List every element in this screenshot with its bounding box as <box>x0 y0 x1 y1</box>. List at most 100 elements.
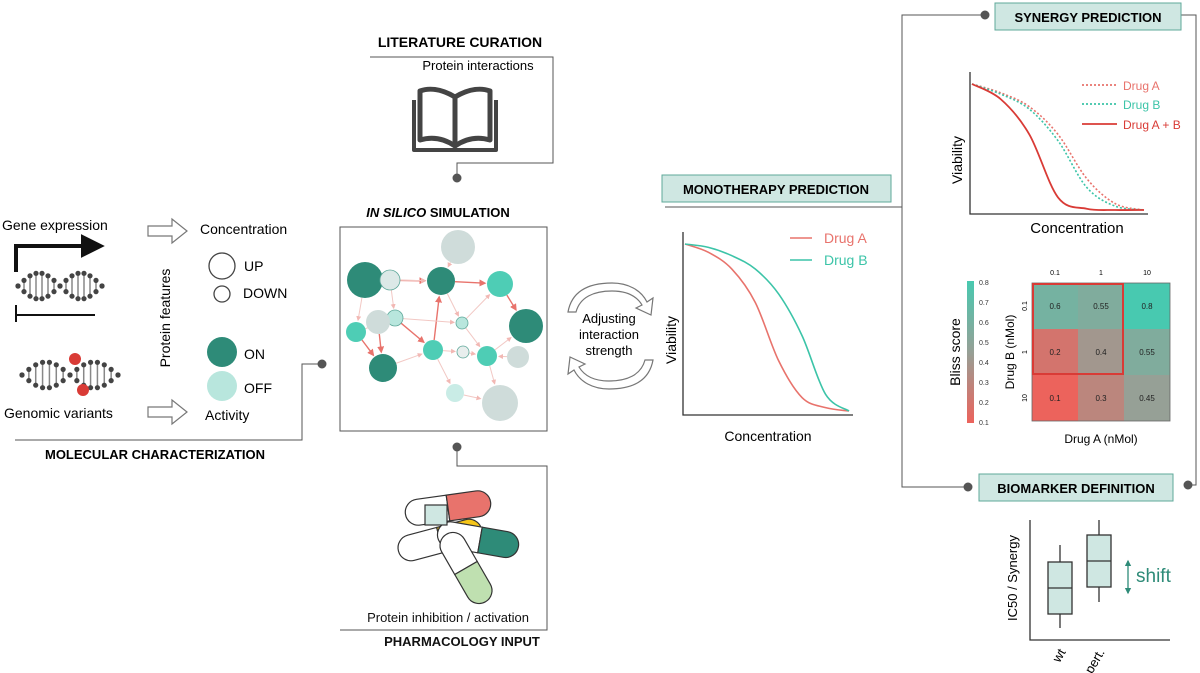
category-pert: pert. <box>1082 646 1108 673</box>
network-node <box>456 345 470 359</box>
heatmap-cell <box>1124 375 1170 421</box>
pharmacology-title: PHARMACOLOGY INPUT <box>384 634 540 649</box>
series-line-drug-b <box>971 83 1145 211</box>
simulation-section: IN SILICO SIMULATION Adjusting interacti… <box>339 205 654 432</box>
connector-dot-biomarker-right <box>1183 480 1193 490</box>
network-node <box>423 340 443 360</box>
heatmap-cell <box>1032 375 1078 421</box>
repression-bar-icon <box>15 305 95 322</box>
series-line-drug-a <box>971 83 1145 211</box>
syn-xlabel: Concentration <box>1030 220 1123 237</box>
synergy-title: SYNERGY PREDICTION <box>1014 10 1161 25</box>
heatmap-row-tick: 10 <box>1022 394 1029 402</box>
network-edge <box>390 289 396 310</box>
off-circle-icon <box>207 371 237 401</box>
colorbar-tick: 0.1 <box>979 420 989 427</box>
heatmap-cell <box>1032 329 1078 375</box>
off-label: OFF <box>244 380 272 396</box>
pill-overlap-square <box>424 504 448 526</box>
network-nodes <box>346 230 543 421</box>
mono-ylabel: Viability <box>663 316 679 364</box>
up-circle-icon <box>208 252 236 280</box>
connector-dot-biomarker <box>963 482 973 492</box>
network-edge <box>433 295 442 341</box>
pharmacology-subtitle: Protein inhibition / activation <box>367 610 529 625</box>
boxplot-wt <box>1047 545 1073 628</box>
connector-molecular <box>15 363 322 441</box>
network-edge <box>506 294 517 312</box>
colorbar-tick: 0.8 <box>979 280 989 287</box>
heatmap-cell-label: 0.8 <box>1141 302 1153 311</box>
monotherapy-section: MONOTHERAPY PREDICTION ViabilityConcentr… <box>661 174 892 444</box>
biomarker-ylabel: IC50 / Synergy <box>1005 535 1020 621</box>
connector-mono-biomarker <box>901 207 968 488</box>
monotherapy-header <box>661 174 892 203</box>
adjusting-line-3: strength <box>586 343 633 358</box>
network-node <box>507 346 529 368</box>
network-edge <box>400 322 425 344</box>
connector-lines <box>15 10 1197 631</box>
down-circle-icon <box>213 285 231 303</box>
chart-axes <box>969 72 1148 215</box>
heatmap-cell-label: 0.3 <box>1095 394 1107 403</box>
mono-legend-label: Drug A <box>824 230 867 246</box>
pill-icon-4 <box>439 531 493 605</box>
network-edge <box>356 297 363 322</box>
synergy-header <box>994 2 1182 31</box>
network-edge <box>361 339 375 357</box>
heatmap-cell-label: 0.45 <box>1139 394 1155 403</box>
connector-mono-synergy <box>665 14 985 208</box>
network-edge <box>454 279 487 287</box>
heatmap-cell <box>1078 283 1124 329</box>
heatmap-cell <box>1124 329 1170 375</box>
boxplot-pert <box>1086 520 1112 602</box>
network-edge <box>468 350 477 356</box>
syn-legend-label: Drug B <box>1123 98 1160 112</box>
connector-dot-pharmacology <box>452 442 462 452</box>
mono-legend-label: Drug B <box>824 252 868 268</box>
network-edge <box>396 353 423 364</box>
network-edge <box>465 327 481 348</box>
dna-icon-bottom <box>19 359 121 391</box>
syn-legend-label: Drug A + B <box>1123 118 1181 132</box>
series-line-drug-a <box>684 243 850 412</box>
connector-dot-literature <box>452 173 462 183</box>
network-edge <box>402 318 456 325</box>
network-node <box>509 309 543 343</box>
heatmap-ylabel: Drug B (nMol) <box>1003 315 1017 390</box>
series-line-drug-a-b <box>971 83 1145 211</box>
down-label: DOWN <box>243 285 287 301</box>
pharmacology-section: Protein inhibition / activation PHARMACO… <box>367 490 540 649</box>
network-edge <box>442 348 457 354</box>
network-edge <box>377 333 385 354</box>
on-label: ON <box>244 346 265 362</box>
connector-dot-synergy <box>980 10 990 20</box>
connector-synergy-biomarker <box>1180 14 1197 486</box>
syn-ylabel: Viability <box>949 136 965 184</box>
molecular-section: Gene expression Genomic variants Protein… <box>2 217 287 462</box>
heatmap-col-tick: 1 <box>1099 270 1103 277</box>
colorbar-tick: 0.6 <box>979 320 989 327</box>
connector-dot-molecular <box>317 359 327 369</box>
variant-dot-1 <box>69 353 81 365</box>
monotherapy-title: MONOTHERAPY PREDICTION <box>683 182 869 197</box>
network-node <box>346 322 366 342</box>
network-node <box>446 384 464 402</box>
heatmap-cell-label: 0.2 <box>1049 348 1061 357</box>
network-edge <box>437 358 451 385</box>
dna-icon-top <box>15 270 105 302</box>
colorbar-tick: 0.2 <box>979 400 989 407</box>
simulation-title-rest: SIMULATION <box>426 205 510 220</box>
network-edge <box>465 294 491 320</box>
network-node <box>487 271 513 297</box>
network-edge <box>489 365 497 385</box>
shift-label: shift <box>1136 566 1172 587</box>
heatmap-cell <box>1078 329 1124 375</box>
biomarker-axes <box>1029 520 1170 641</box>
book-icon <box>412 86 498 152</box>
literature-subtitle: Protein interactions <box>422 58 534 73</box>
colorbar-tick: 0.3 <box>979 380 989 387</box>
network-node <box>455 316 469 330</box>
